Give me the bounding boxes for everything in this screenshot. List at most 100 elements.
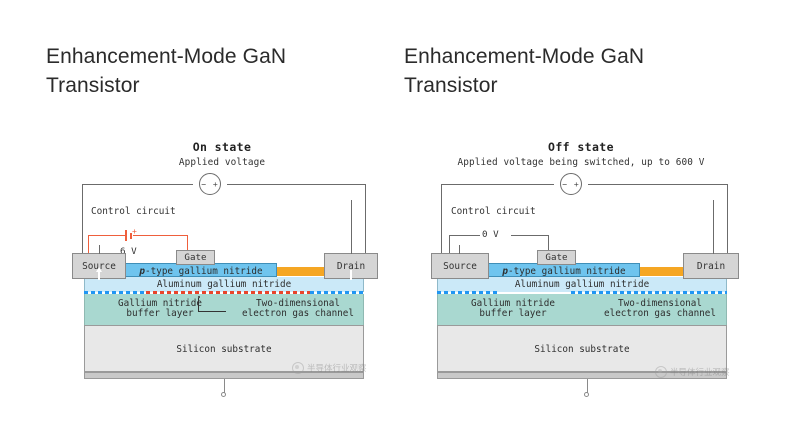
panel-on-state: Enhancement-Mode GaN Transistor On state… [46,45,386,397]
layer-label-gan-buffer-line2-right: buffer layer [479,308,547,319]
electrode-drain: Drain [324,253,378,280]
wire-top-right-right-panel [588,184,727,185]
control-wire-right-h [133,235,188,237]
electrode-gate-label: Gate [184,252,207,263]
layer-label-silicon-substrate-right: Silicon substrate [534,344,630,355]
ohmic-contact-mid-right-right [639,267,715,276]
ground-stem [224,379,225,393]
electrode-source-label-right: Source [443,260,477,272]
wire-source-stub-right [459,245,460,254]
control-circuit-label: Control circuit [91,206,176,217]
wire-left-down [82,184,83,254]
wire-left-down-right-panel [441,184,442,254]
callout-dot-2deg [198,296,200,298]
watermark-left: 半导体行业观察 [292,362,367,374]
layer-label-gan-buffer-line1-right: Gallium nitride [471,298,555,309]
wire-drain-stub-up [351,200,352,254]
control-wire-left-h [88,235,125,237]
page-title: Enhancement-Mode GaN Transistor [46,45,287,97]
ground-stem-right [587,379,588,393]
control-wire-left-v-right [449,235,450,265]
callout-line-vertical [198,298,199,311]
watermark-text: 半导体行业观察 [307,364,367,374]
figure-on-state: On state Applied voltage − + Control cir… [58,140,386,397]
control-wire-right-v [187,235,189,253]
electrode-source-right: Source [431,253,489,279]
layer-label-2deg-line2-right: electron gas channel [604,308,716,319]
wire-right-down-right-panel [727,184,728,254]
gate-voltage-label-right: 0 V [482,229,499,240]
layer-label-2deg-line2: electron gas channel [242,308,354,319]
electrode-gate-label-right: Gate [545,252,568,263]
layer-baseplate-right [437,372,727,379]
drain-current-arrow-stem [350,270,352,280]
gate-voltage-label: 6 V [120,246,137,257]
electrode-drain-label-right: Drain [696,260,726,272]
layer-p-type-gan: p-type gallium nitride [125,263,277,277]
battery-plus-label: + [132,227,137,236]
electrode-drain-label: Drain [336,260,366,272]
source-current-arrow-stem [98,270,100,280]
source-current-arrow-head [96,267,102,272]
layer-silicon-substrate-right: Silicon substrate [437,325,727,372]
figure-title: On state [192,140,252,154]
channel-2deg-right-right [571,291,727,294]
watermark-text-right: 半导体行业观察 [670,368,730,378]
layer-label-p-type-gan-right: p-type gallium nitride [502,266,626,277]
layer-gan-buffer: Gallium nitride buffer layer Two-dimensi… [84,294,364,325]
battery-plate-long [125,230,127,241]
layer-gan-buffer-right: Gallium nitride buffer layer Two-dimensi… [437,294,727,325]
figure-title-right: Off state [548,140,614,154]
control-wire-left-h-right [449,235,480,236]
layer-label-2deg-line1: Two-dimensional [256,298,340,309]
control-circuit-label-right: Control circuit [451,206,536,217]
pgan-text-right: -type gallium nitride [508,266,626,277]
wire-top-left-right-panel [441,184,554,185]
watermark-logo-icon-right [655,366,667,378]
ground-terminal-right [584,392,589,397]
electrode-gate: Gate [176,250,215,265]
wire-source-stub [99,245,100,254]
layer-label-gan-buffer-line1: Gallium nitride [118,298,202,309]
layer-baseplate [84,372,364,379]
control-wire-left-v [88,235,90,265]
control-wire-right-v-right [548,235,549,253]
layer-label-2deg-line1-right: Two-dimensional [618,298,702,309]
pgan-text: -type gallium nitride [145,266,263,277]
wire-right-down [365,184,366,254]
channel-2deg-left-right [437,291,499,294]
ground-terminal [221,392,226,397]
voltage-source-symbol: − + [199,173,221,195]
watermark-right: 半导体行业观察 [655,366,730,378]
channel-2deg-left [84,291,146,294]
layer-label-gan-buffer-line2: buffer layer [126,308,194,319]
layer-silicon-substrate: Silicon substrate [84,325,364,372]
figure-subtitle-right: Applied voltage being switched, up to 60… [457,157,705,168]
channel-2deg-conducting [146,291,310,294]
page-title-right: Enhancement-Mode GaN Transistor [404,45,645,97]
battery-plate-short [130,232,132,239]
watermark-logo-icon [292,362,304,374]
wire-top-left [82,184,193,185]
layer-algan-right: Aluminum gallium nitride [437,277,727,292]
layer-label-algan: Aluminum gallium nitride [156,279,292,290]
layer-p-type-gan-right: p-type gallium nitride [488,263,640,277]
voltage-source-symbol-right: − + [560,173,582,195]
control-wire-right-h-right [511,235,549,236]
wire-top-right [227,184,365,185]
ohmic-contact-mid-right [276,267,351,276]
electrode-gate-right: Gate [537,250,576,265]
electrode-drain-right: Drain [683,253,739,279]
figure-off-state: Off state Applied voltage being switched… [411,140,751,397]
figure-subtitle: Applied voltage [178,157,266,168]
channel-2deg-right [310,291,364,294]
layer-algan: Aluminum gallium nitride [84,277,364,292]
callout-line-horizontal [198,311,226,312]
wire-drain-stub-up-right [713,200,714,254]
electrode-source: Source [72,253,126,280]
layer-label-p-type-gan: p-type gallium nitride [139,266,263,277]
layer-label-silicon-substrate: Silicon substrate [176,344,272,355]
panel-off-state: Enhancement-Mode GaN Transistor Off stat… [393,0,786,421]
layer-label-algan-right: Aluminum gallium nitride [514,279,650,290]
electrode-source-label: Source [82,260,116,272]
